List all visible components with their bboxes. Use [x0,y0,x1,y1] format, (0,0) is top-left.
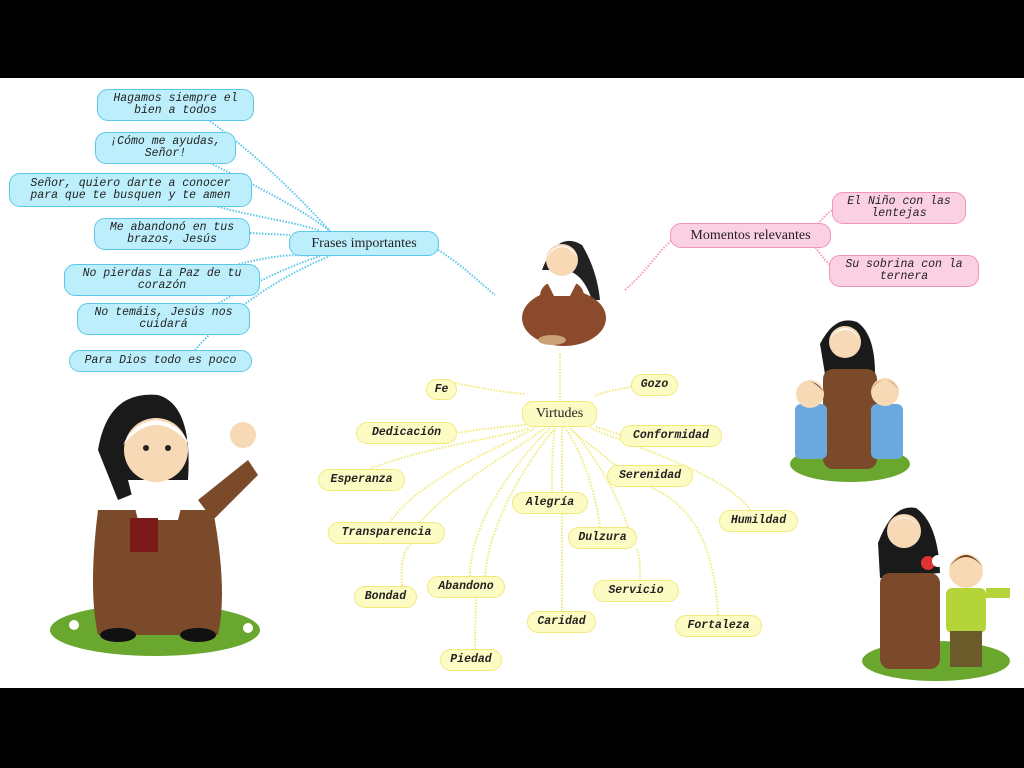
momentos-relevantes-node[interactable]: Momentos relevantes [670,223,831,248]
frase-node[interactable]: Hagamos siempre el bien a todos [97,89,254,121]
nun-with-boy-illustration [862,507,1010,681]
momento-node[interactable]: Su sobrina con la ternera [829,255,979,287]
frase-node[interactable]: ¡Cómo me ayudas, Señor! [95,132,236,164]
virtud-node[interactable]: Bondad [354,586,417,608]
virtud-node[interactable]: Transparencia [328,522,445,544]
virtud-node[interactable]: Caridad [527,611,596,633]
virtud-node[interactable]: Fortaleza [675,615,762,637]
virtud-node[interactable]: Gozo [631,374,678,396]
virtud-node[interactable]: Dedicación [356,422,457,444]
nun-with-book-illustration [50,394,260,656]
frase-node[interactable]: No pierdas La Paz de tu corazón [64,264,260,296]
virtud-node[interactable]: Piedad [440,649,502,671]
virtud-node[interactable]: Alegría [512,492,588,514]
frase-node[interactable]: No temáis, Jesús nos cuidará [77,303,250,335]
virtud-node[interactable]: Esperanza [318,469,405,491]
virtud-node[interactable]: Serenidad [607,465,693,487]
connector-lines [194,120,836,650]
frase-node[interactable]: Señor, quiero darte a conocer para que t… [9,173,252,207]
virtud-node[interactable]: Dulzura [568,527,637,549]
virtud-node[interactable]: Servicio [593,580,679,602]
frase-node[interactable]: Me abandonó en tus brazos, Jesús [94,218,250,250]
frase-node[interactable]: Para Dios todo es poco [69,350,252,372]
frases-importantes-node[interactable]: Frases importantes [289,231,439,256]
virtud-node[interactable]: Conformidad [620,425,722,447]
nun-with-girls-illustration [790,320,910,482]
mind-map-canvas: Frases importantes Hagamos siempre el bi… [0,78,1024,688]
momento-node[interactable]: El Niño con las lentejas [832,192,966,224]
virtud-node[interactable]: Fe [426,379,457,400]
virtud-node[interactable]: Humildad [719,510,798,532]
virtud-node[interactable]: Abandono [427,576,505,598]
seated-nun-illustration [522,240,606,346]
virtudes-node[interactable]: Virtudes [522,401,597,427]
